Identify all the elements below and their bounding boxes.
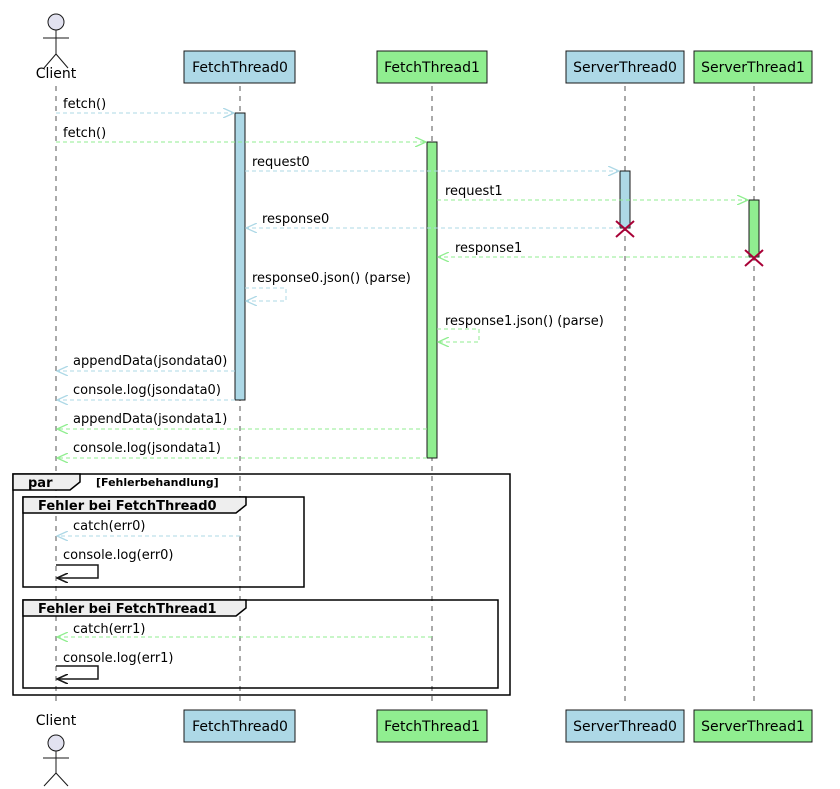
participant-serverthread0-label-bottom: ServerThread0: [573, 719, 677, 735]
message-label: appendData(jsondata0): [73, 354, 227, 369]
participant-fetchthread1-bottom: FetchThread1: [376, 709, 488, 743]
participant-fetchthread1-top: FetchThread1: [376, 50, 488, 84]
message-consolelog-err0: console.log(err0): [56, 548, 174, 578]
frame-fehler-fetchthread1-title: Fehler bei FetchThread1: [38, 602, 217, 617]
message-consolelog-jsondata0: console.log(jsondata0): [57, 383, 235, 400]
activation-serverthread1: [748, 199, 760, 258]
frame-fehler-fetchthread0: Fehler bei FetchThread0: [22, 496, 305, 588]
message-label: catch(err1): [73, 622, 145, 637]
participant-serverthread0-bottom: ServerThread0: [565, 709, 685, 743]
message-fetch0: fetch(): [56, 97, 234, 113]
message-appenddata1: appendData(jsondata1): [57, 412, 427, 429]
participant-serverthread0-top: ServerThread0: [565, 50, 685, 84]
frame-par: par [Fehlerbehandlung]: [12, 473, 511, 696]
message-label: catch(err0): [73, 519, 145, 534]
participant-fetchthread0-top: FetchThread0: [183, 50, 296, 84]
message-label: response1.json() (parse): [445, 314, 604, 329]
message-consolelog-err1: console.log(err1): [56, 651, 174, 679]
actor-client-top: Client: [36, 13, 77, 82]
message-label: appendData(jsondata1): [73, 412, 227, 427]
message-fetch1: fetch(): [56, 126, 426, 142]
message-label: response0: [262, 212, 329, 227]
destroy-marker-serverthread1: [744, 249, 764, 267]
frame-par-guard: [Fehlerbehandlung]: [96, 476, 219, 489]
message-label: request1: [445, 184, 503, 199]
message-catch-err1: catch(err1): [57, 622, 432, 637]
message-consolelog-jsondata1: console.log(jsondata1): [57, 441, 427, 458]
actor-client-bottom: Client: [36, 713, 77, 787]
message-response0: response0: [246, 212, 620, 228]
message-label: request0: [252, 155, 310, 170]
participant-fetchthread1-label-bottom: FetchThread1: [384, 719, 480, 735]
participant-serverthread1-label-top: ServerThread1: [701, 60, 805, 76]
actor-client-head-icon: [47, 734, 65, 752]
participant-serverthread1-bottom: ServerThread1: [693, 709, 813, 743]
activation-fetchthread0: [234, 112, 246, 401]
message-label: response1: [455, 241, 522, 256]
message-label: fetch(): [63, 97, 106, 112]
participant-fetchthread0-bottom: FetchThread0: [183, 709, 296, 743]
message-catch-err0: catch(err0): [57, 519, 240, 536]
participant-fetchthread0-label-top: FetchThread0: [192, 60, 288, 76]
activation-fetchthread1: [426, 141, 438, 459]
message-label: console.log(err0): [63, 548, 174, 563]
message-response1: response1: [438, 241, 749, 257]
participant-fetchthread0-label-bottom: FetchThread0: [192, 719, 288, 735]
frame-fehler-fetchthread0-title: Fehler bei FetchThread0: [38, 499, 217, 514]
participant-serverthread1-label-bottom: ServerThread1: [701, 719, 805, 735]
message-response1-json: response1.json() (parse): [437, 314, 604, 342]
destroy-marker-serverthread0: [615, 220, 635, 238]
message-label: console.log(jsondata1): [73, 441, 221, 456]
participant-client-label-bottom: Client: [36, 713, 77, 729]
participant-serverthread0-label-top: ServerThread0: [573, 60, 677, 76]
message-response0-json: response0.json() (parse): [245, 271, 411, 301]
actor-client-head-icon: [47, 13, 65, 31]
message-appenddata0: appendData(jsondata0): [57, 354, 235, 371]
participant-fetchthread1-label-top: FetchThread1: [384, 60, 480, 76]
message-request0: request0: [245, 155, 619, 171]
message-label: console.log(err1): [63, 651, 174, 666]
message-label: fetch(): [63, 126, 106, 141]
frame-fehler-fetchthread1: Fehler bei FetchThread1: [22, 599, 499, 689]
frame-par-title: par: [28, 476, 53, 491]
message-label: response0.json() (parse): [252, 271, 411, 286]
participant-client-label-top: Client: [36, 66, 77, 82]
participant-serverthread1-top: ServerThread1: [693, 50, 813, 84]
message-request1: request1: [437, 184, 748, 200]
message-label: console.log(jsondata0): [73, 383, 221, 398]
